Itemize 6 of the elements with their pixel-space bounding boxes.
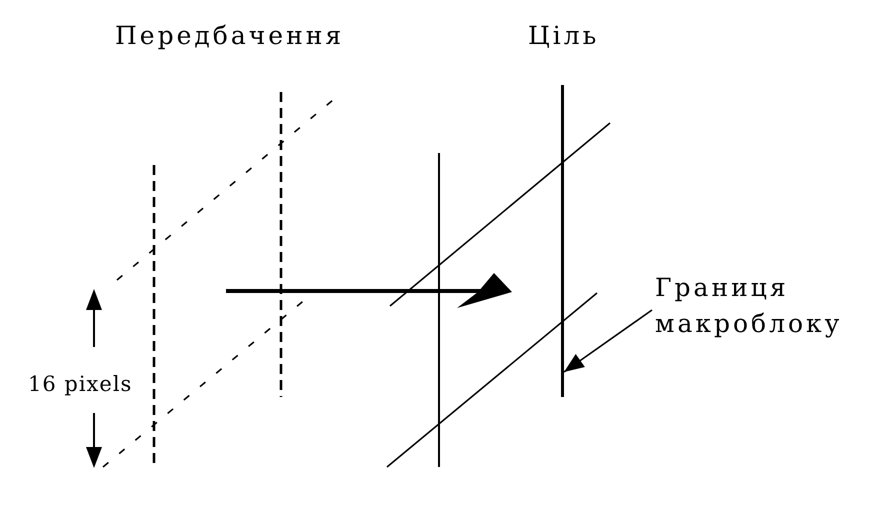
callout-label: Границя макроблоку — [655, 270, 870, 350]
dimension-label: 16 pixels — [28, 371, 132, 397]
boundary-line — [561, 85, 564, 397]
leader-arrow — [564, 309, 652, 373]
heading: Передбачення — [115, 20, 344, 52]
heading: Ціль — [528, 20, 600, 52]
